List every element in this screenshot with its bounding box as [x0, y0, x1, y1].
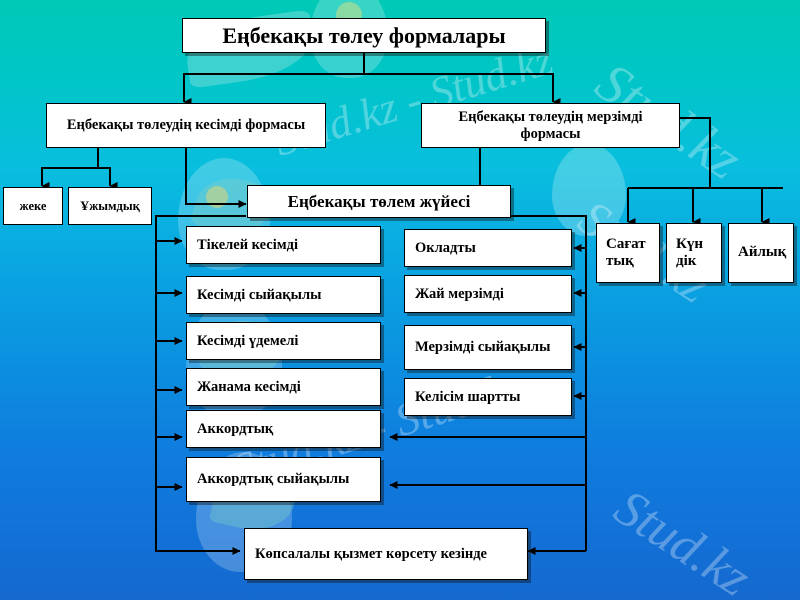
node-collective-label: Ұжымдық: [80, 198, 140, 213]
node-monthly: Айлық: [728, 223, 794, 283]
node-time-bonus: Мерзімді сыйақылы: [404, 325, 572, 370]
node-monthly-label: Айлық: [738, 244, 787, 261]
node-piece-direct-label: Тікелей кесімді: [197, 236, 298, 253]
node-salary-based-label: Окладты: [415, 239, 476, 256]
node-piece-indirect: Жанама кесімді: [186, 368, 381, 406]
node-piece-progressive-label: Кесімді үдемелі: [197, 332, 299, 349]
node-simple-time-label: Жай мерзімді: [415, 285, 504, 302]
node-accord-bonus: Аккордтық сыйақылы: [186, 457, 381, 502]
node-individual-label: жеке: [19, 198, 47, 213]
node-time-rate-form-label: Еңбекақы төлеудің мерзімді формасы: [458, 108, 643, 142]
node-piece-rate-form-label: Еңбекақы төлеудің кесімді формасы: [66, 117, 306, 134]
node-payment-system-label: Еңбекақы төлем жүйесі: [287, 191, 471, 211]
node-contract-label: Келісім шартты: [415, 388, 521, 405]
node-accord: Аккордтық: [186, 410, 381, 448]
node-collective: Ұжымдық: [68, 187, 152, 225]
node-hourly-label: Сағат тық: [606, 235, 646, 269]
node-daily: Күн дік: [666, 223, 722, 283]
node-piece-bonus: Кесімді сыйақылы: [186, 276, 381, 314]
node-accord-label: Аккордтық: [197, 420, 274, 437]
diagram-title-box: Еңбекақы төлеу формалары: [182, 18, 546, 53]
node-piece-progressive: Кесімді үдемелі: [186, 322, 381, 360]
node-accord-bonus-label: Аккордтық сыйақылы: [197, 471, 350, 488]
node-simple-time: Жай мерзімді: [404, 275, 572, 313]
node-hourly: Сағат тық: [596, 223, 660, 283]
node-piece-bonus-label: Кесімді сыйақылы: [197, 286, 322, 303]
diagram-title-text: Еңбекақы төлеу формалары: [222, 22, 506, 48]
node-piece-rate-form: Еңбекақы төлеудің кесімді формасы: [46, 103, 326, 148]
node-daily-label: Күн дік: [676, 235, 704, 269]
node-piece-indirect-label: Жанама кесімді: [197, 378, 301, 395]
node-time-bonus-label: Мерзімді сыйақылы: [415, 339, 551, 356]
node-salary-based: Окладты: [404, 229, 572, 267]
node-payment-system: Еңбекақы төлем жүйесі: [247, 185, 511, 218]
node-multiservice: Көпсалалы қызмет көрсету кезінде: [244, 528, 528, 580]
node-piece-direct: Тікелей кесімді: [186, 226, 381, 264]
node-time-rate-form: Еңбекақы төлеудің мерзімді формасы: [421, 103, 680, 148]
node-individual: жеке: [3, 187, 63, 225]
node-multiservice-label: Көпсалалы қызмет көрсету кезінде: [255, 545, 487, 562]
node-contract: Келісім шартты: [404, 378, 572, 416]
